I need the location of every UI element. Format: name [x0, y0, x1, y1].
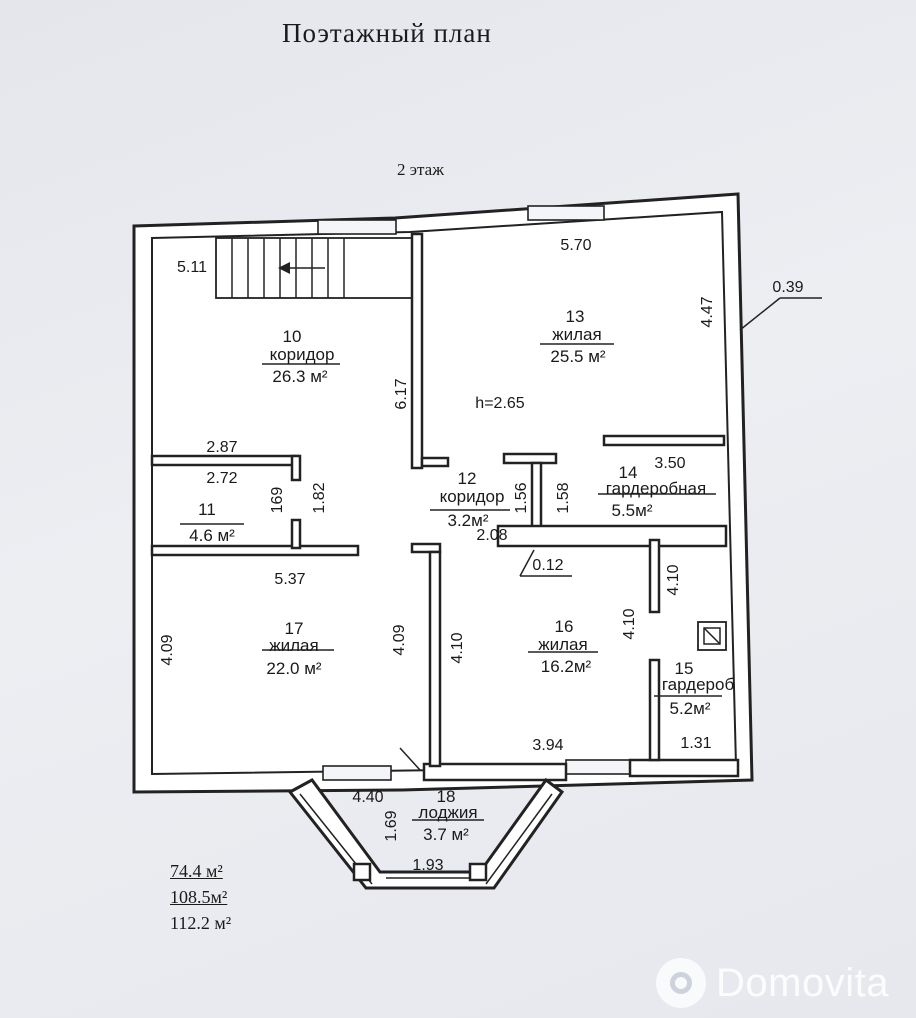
logo-icon	[656, 958, 706, 1008]
partition-room11-jamb	[290, 454, 302, 482]
room-10-name: коридор	[270, 345, 335, 364]
dim-158: 1.58	[555, 482, 572, 513]
leader-039	[739, 297, 781, 331]
watermark-logo: Domovita	[656, 958, 889, 1008]
dim-409-left: 4.09	[159, 634, 176, 665]
window-top-right	[527, 205, 605, 221]
page-title: Поэтажный план	[282, 18, 492, 48]
room-18-number: 18	[437, 787, 456, 806]
watermark-text: Domovita	[716, 960, 889, 1005]
dim-570: 5.70	[560, 237, 591, 254]
door-swing	[399, 747, 421, 771]
window-top-left	[317, 219, 397, 235]
room-14-name: гардеробная	[606, 479, 706, 498]
dim-617: 6.17	[393, 378, 410, 409]
ceiling-height: h=2.65	[475, 395, 524, 412]
stair-arrow-head	[278, 262, 290, 274]
dim-410-upper: 4.10	[665, 564, 682, 595]
dim-193: 1.93	[412, 857, 443, 874]
window-bottom-right	[565, 759, 633, 775]
dim-039: 0.39	[772, 279, 803, 296]
dim-447: 4.47	[699, 296, 716, 327]
partition-room14-top	[602, 434, 726, 447]
loggia	[287, 777, 565, 890]
dim-511: 5.11	[177, 259, 207, 276]
room-17-area: 22.0 м²	[266, 659, 321, 678]
room-15-name: гардероб	[662, 675, 735, 694]
dim-156: 1.56	[513, 482, 530, 513]
dim-409-center: 4.09	[391, 624, 408, 655]
partition-room12-top	[502, 452, 558, 465]
partition-stub	[420, 456, 450, 468]
room-10-area: 26.3 м²	[272, 367, 327, 386]
dim-537: 5.37	[274, 571, 305, 588]
partition-center-cap	[410, 542, 442, 554]
room-fraction-lines	[180, 343, 722, 821]
partition-room11-jamb2	[290, 518, 302, 550]
chimney-diag	[703, 627, 721, 645]
room-18-name: лоджия	[418, 803, 477, 822]
dim-287: 2.87	[206, 439, 237, 456]
partition-room14-bottom	[496, 524, 728, 548]
partition-vertical-main	[410, 232, 424, 470]
room-17-name: жилая	[269, 636, 318, 655]
room-13-name: жилая	[552, 325, 601, 344]
room-13-number: 13	[566, 307, 585, 326]
partition-room15	[648, 658, 661, 762]
dim-272: 2.72	[206, 470, 237, 487]
dim-394: 3.94	[532, 737, 563, 754]
dim-410-center: 4.10	[449, 632, 466, 663]
room-11-number: 11	[198, 500, 216, 519]
total-living-area: 74.4 м²	[170, 861, 223, 881]
dim-012: 0.12	[532, 557, 563, 574]
dim-131: 1.31	[680, 735, 711, 752]
dim-350: 3.50	[654, 455, 685, 472]
room-18-area: 3.7 м²	[423, 825, 469, 844]
room-16-number: 16	[555, 617, 574, 636]
floor-label: 2 этаж	[397, 160, 444, 179]
dim-182: 1.82	[311, 482, 328, 513]
dim-440: 4.40	[352, 789, 383, 806]
room-15-area: 5.2м²	[670, 699, 711, 718]
room-12-area: 3.2м²	[448, 511, 489, 530]
room-15-number: 15	[675, 659, 694, 678]
partition-center-vertical	[428, 550, 442, 768]
room-10-number: 10	[283, 327, 302, 346]
dim-169-loggia: 1.69	[383, 810, 400, 841]
partition-room11-bottom	[150, 544, 360, 557]
room-12-name: коридор	[440, 487, 505, 506]
partition-room11-top	[150, 454, 300, 467]
dim-208: 2.08	[476, 527, 507, 544]
room-16-area: 16.2м²	[541, 657, 592, 676]
wall-stub-bottom	[422, 762, 568, 782]
loggia-post-left	[352, 862, 372, 882]
room-12-number: 12	[458, 469, 477, 488]
wall-stub-bottom-right	[628, 758, 740, 778]
room-13-area: 25.5 м²	[550, 347, 605, 366]
dim-169: 169	[269, 487, 286, 514]
loggia-post-right	[468, 862, 488, 882]
dim-410-lower: 4.10	[621, 608, 638, 639]
room-14-number: 14	[619, 463, 638, 482]
room-14-area: 5.5м²	[612, 501, 653, 520]
total-area-with-loggia: 112.2 м²	[170, 913, 232, 933]
partition-room16-stub	[648, 538, 661, 614]
leader-012	[519, 549, 535, 577]
room-11-area: 4.6 м²	[189, 526, 235, 545]
window-bottom-left	[322, 765, 392, 781]
chimney-inner	[703, 627, 721, 645]
total-area: 108.5м²	[170, 887, 228, 907]
area-totals: 74.4 м² 108.5м² 112.2 м²	[170, 858, 231, 936]
room-17-number: 17	[285, 619, 304, 638]
room-16-name: жилая	[538, 635, 587, 654]
